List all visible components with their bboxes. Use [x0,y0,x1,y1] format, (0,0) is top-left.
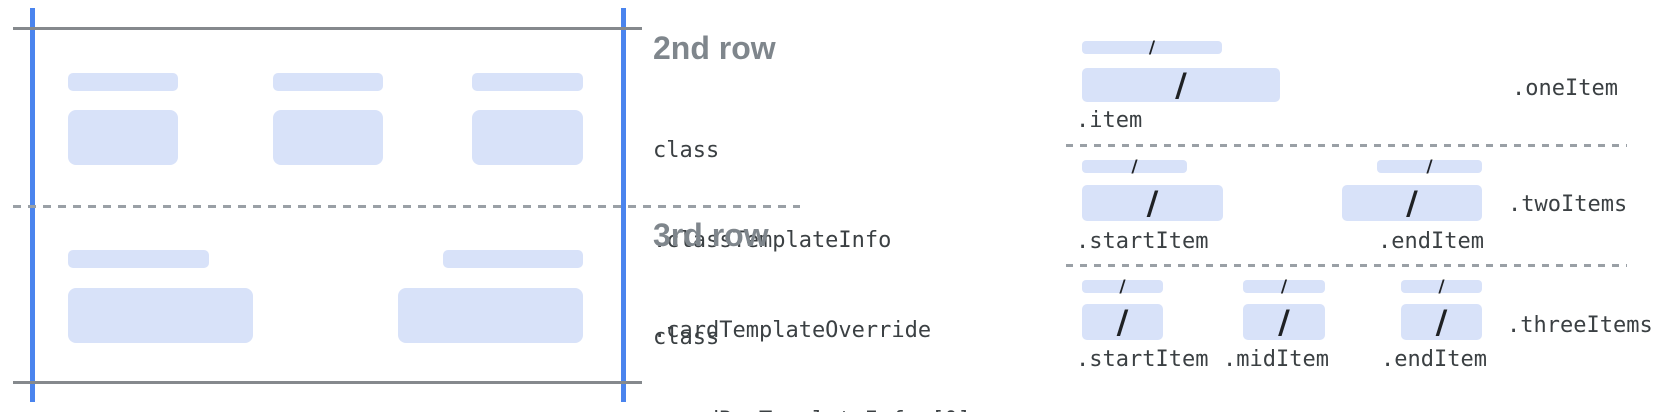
field-label-bar: / [1401,277,1482,297]
slash-glyph: / [1280,276,1288,297]
item-label-bar [68,250,209,268]
slash-glyph: / [1278,303,1290,341]
slash-glyph: / [1119,276,1126,297]
item-content-box [472,110,583,165]
annotation-third-row: 3rd row class .classTemplateInfo .cardTe… [653,215,971,412]
item-label-bar [273,73,383,91]
item-path-label: .endItem [1378,229,1484,254]
field-value-bar: / [1342,184,1482,222]
code-line: .cardRowTemplateInfos[0] [653,406,971,412]
field-label-bar: / [1243,277,1325,297]
slash-glyph: / [1148,37,1156,58]
row-variant-label: .threeItems [1507,313,1653,338]
card-bottom-edge [13,381,642,384]
item-label-bar [472,73,583,91]
item-content-box [68,110,178,165]
code-path: class .classTemplateInfo .cardTemplateOv… [653,263,971,412]
item-path-label: .midItem [1223,347,1329,372]
field-value-bar: / [1082,303,1163,341]
slash-glyph: / [1426,156,1433,177]
item-content-box [398,288,583,343]
row-heading: 2nd row [653,30,776,66]
field-label-bar: / [1377,157,1482,177]
field-label-bar: / [1082,38,1222,58]
row-heading: 3rd row [653,217,769,253]
field-label-bar: / [1082,277,1163,297]
legend-divider-dashed [1066,144,1627,147]
row-divider-dashed [13,205,800,208]
code-path: class .classTemplateInfo .cardTemplateOv… [653,76,971,412]
card-top-edge [13,27,642,30]
code-line: .cardTemplateOverride [653,318,932,343]
item-content-box [68,288,253,343]
code-line: .classTemplateInfo [653,228,892,253]
field-label-bar: / [1082,157,1187,177]
slash-glyph: / [1146,184,1159,222]
legend-divider-dashed [1066,264,1627,267]
slash-glyph: / [1175,66,1187,104]
item-path-label: .startItem [1076,347,1209,372]
item-label-bar [68,73,178,91]
code-line: class [653,325,720,350]
slash-glyph: / [1438,276,1445,297]
item-path-label: .endItem [1381,347,1487,372]
item-path-label: .item [1076,108,1143,133]
slash-glyph: / [1131,156,1138,177]
slash-glyph: / [1406,184,1418,222]
annotation-second-row: 2nd row class .classTemplateInfo .cardTe… [653,28,971,412]
field-value-bar: / [1082,66,1280,104]
item-path-label: .startItem [1076,229,1209,254]
slash-glyph: / [1116,303,1129,341]
row-variant-label: .twoItems [1508,192,1628,217]
item-content-box [273,110,383,165]
row-variant-label: .oneItem [1512,76,1618,101]
code-line: class [653,138,720,163]
field-value-bar: / [1401,303,1482,341]
field-value-bar: / [1082,184,1223,222]
item-label-bar [443,250,583,268]
slash-glyph: / [1435,303,1448,341]
field-value-bar: / [1243,303,1325,341]
